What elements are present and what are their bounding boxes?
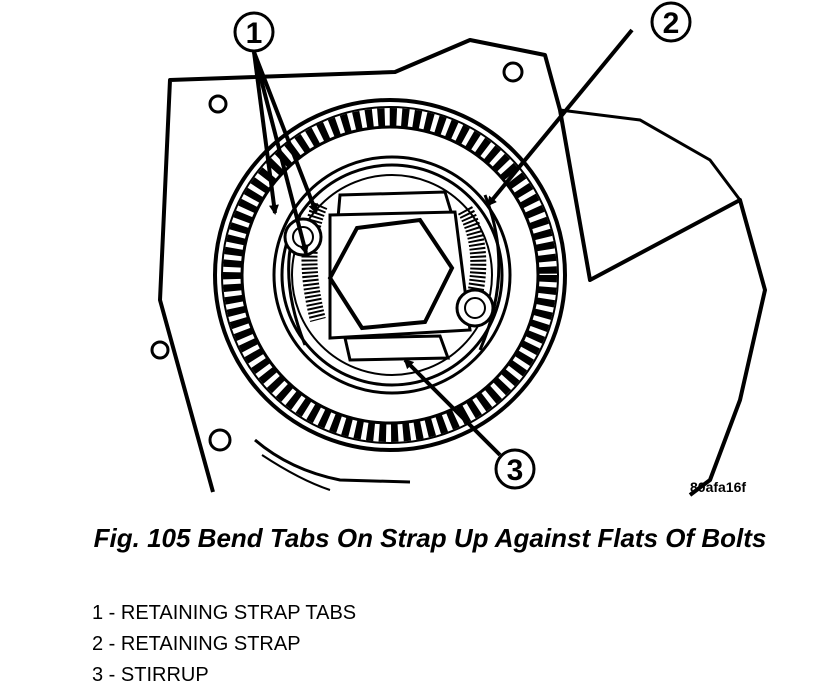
figure-code: 80afa16f: [690, 479, 746, 495]
callout-2-label: 2: [663, 7, 680, 40]
housing-lower-line: [254, 438, 411, 484]
callout-1: 1: [233, 11, 275, 53]
legend: 1 - RETAINING STRAP TABS 2 - RETAINING S…: [92, 598, 356, 691]
leader-lines: [252, 28, 634, 457]
strap-bolt-right: [455, 288, 495, 328]
callout-3-label: 3: [507, 454, 524, 487]
legend-item: 3 - STIRRUP: [92, 664, 209, 686]
exploded-diagram: 1 2 3 80afa16f: [150, 1, 767, 497]
figure-caption: Fig. 105 Bend Tabs On Strap Up Against F…: [93, 523, 767, 553]
ring-gear-teeth: [223, 108, 557, 442]
callout-3: 3: [494, 448, 536, 490]
hex-shaft-end: [327, 217, 455, 331]
ring-gear-outer: [213, 98, 567, 452]
legend-item: 2 - RETAINING STRAP: [92, 633, 301, 655]
housing-inner-line: [559, 108, 742, 201]
housing-bolt-holes: [150, 61, 524, 452]
legend-item: 1 - RETAINING STRAP TABS: [92, 602, 357, 624]
callout-2: 2: [650, 1, 692, 43]
callout-1-label: 1: [246, 17, 263, 50]
carrier-ring: [272, 155, 512, 395]
